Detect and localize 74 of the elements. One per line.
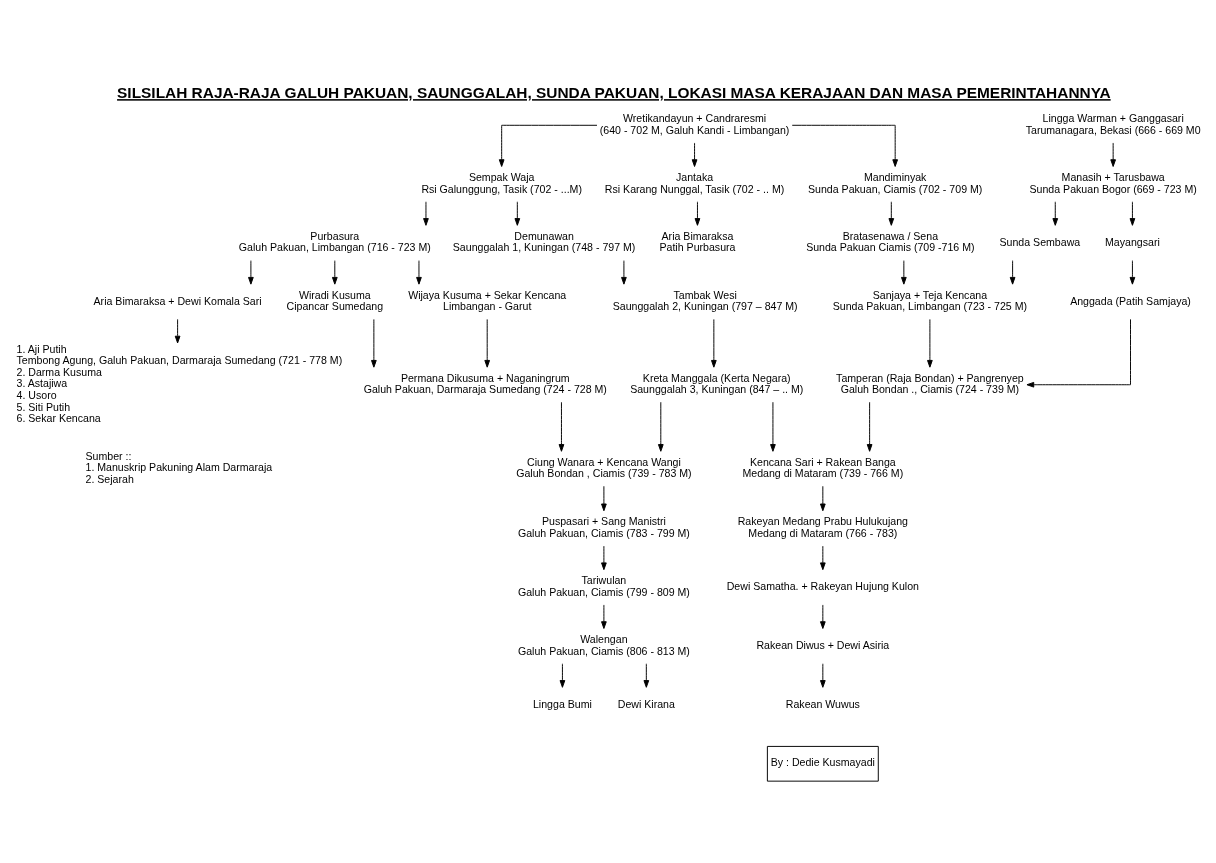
node-text: Sanjaya + Teja Kencana Sunda Pakuan, Limbangan (723 - 725 M) (832, 288, 1028, 312)
arrow (601, 603, 607, 629)
arrow (1129, 200, 1136, 226)
arrow (558, 401, 565, 452)
node-text: Mandiminyak Sunda Pakuan, Ciamis (702 - 709 M) (808, 170, 983, 195)
arrow (498, 124, 598, 167)
node-text: Anggada (Patih Samjaya) (1070, 294, 1191, 306)
arrow (820, 662, 826, 688)
arrow (484, 318, 491, 368)
node-text: Wretikandayun + Candraresmi (640 - 702 M, Galuh Kandi - Limbangan) (599, 111, 790, 136)
label: Sumber :: (85, 449, 132, 462)
node-text: Jantaka Rsi Karang Nunggal, Tasik (702 - .. M) (604, 170, 785, 195)
node-text: Tamperan (Raja Bondan) + Pangrenyep Galuh Bondan ., Ciamis (724 - 739 M) (836, 371, 1024, 395)
diagram-title: SILSILAH RAJA-RAJA GALUH PAKUAN, SAUNGGALAH, SUNDA PAKUAN, LOKASI MASA KERAJAAN DAN MASA PEMERINTAHANNYA (117, 83, 1111, 101)
node-text: Lingga Bumi (532, 697, 592, 710)
arrow (694, 200, 701, 226)
arrow (1009, 259, 1016, 285)
node-text: Purbasura Galuh Pakuan, Limbangan (716 - 723 M) (238, 229, 431, 253)
arrow (248, 259, 254, 285)
node-text: Lingga Warman + Ganggasari Tarumanagara, Bekasi (666 - 669 M0 (1025, 111, 1201, 136)
arrow (643, 662, 650, 688)
node-text: 1. Aji Putih Tembong Agung, Galuh Pakuan, Darmaraja Sumedang (721 - 778 M) 2. Darma Kusuma 3. Astajiwa 4. Usoro 5. Siti Putih 6. Sekar Kencana (16, 342, 343, 424)
node-text: Sempak Waja Rsi Galunggung, Tasik (702 - ...M) (421, 170, 582, 195)
arrow (416, 259, 422, 285)
arrow (1110, 141, 1116, 167)
node-text: Walengan Galuh Pakuan, Ciamis (806 - 813 M) (517, 632, 690, 657)
arrow (601, 485, 607, 511)
node-text: Sunda Sembawa (999, 235, 1081, 248)
node-text: Demunawan Saunggalah 1, Kuningan (748 - 797 M) (452, 229, 636, 253)
node-text: Tambak Wesi Saunggalah 2, Kuningan (797 – 847 M) (612, 288, 798, 312)
node-text: Kencana Sari + Rakean Banga Medang di Mataram (739 - 766 M) (742, 455, 904, 479)
arrow (770, 401, 776, 452)
node-text: Rakean Diwus + Dewi Asiria (756, 638, 890, 651)
arrow (820, 603, 826, 629)
arrow (601, 545, 607, 570)
node-text: Dewi Kirana (617, 697, 675, 710)
node-text: Permana Dikusuma + Naganingrum Galuh Pakuan, Darmaraja Sumedang (724 - 728 M) (363, 371, 607, 395)
node-text: Dewi Samatha. + Rakeyan Hujung Kulon (726, 579, 919, 592)
node-text: Ciung Wanara + Kencana Wangi Galuh Bondan , Ciamis (739 - 783 M) (516, 455, 692, 479)
node-text: Kreta Manggala (Kerta Negara) Saunggalah 3, Kuningan (847 – .. M) (630, 371, 804, 395)
node-text: Wiradi Kusuma Cipancar Sumedang (286, 288, 384, 312)
arrow (1129, 259, 1136, 285)
arrow (866, 401, 873, 452)
arrow (621, 259, 627, 285)
node-text: Tariwulan Galuh Pakuan, Ciamis (799 - 809 M) (517, 573, 690, 598)
arrow (711, 318, 717, 368)
node-text: Rakeyan Medang Prabu Hulukujang Medang di Mataram (766 - 783) (737, 514, 908, 539)
arrow (174, 318, 181, 343)
node-box: By : Dedie Kusmayadi (766, 745, 879, 782)
arrow (820, 545, 826, 570)
arrow (888, 200, 895, 226)
label: 2. Sejarah (85, 472, 134, 485)
arrow (423, 200, 429, 226)
node-text: Bratasenawa / Sena Sunda Pakuan Ciamis (709 -716 M) (806, 229, 975, 253)
arrow (901, 259, 907, 285)
arrow (514, 200, 521, 226)
node-text: Manasih + Tarusbawa Sunda Pakuan Bogor (669 - 723 M) (1029, 170, 1197, 195)
node-text: Puspasari + Sang Manistri Galuh Pakuan, Ciamis (783 - 799 M) (517, 514, 690, 539)
node-text: Rakean Wuwus (785, 697, 860, 710)
arrow (657, 401, 664, 452)
arrow (1052, 200, 1059, 226)
arrow (791, 124, 898, 167)
arrow (927, 318, 933, 368)
node-text: Aria Bimaraksa Patih Purbasura (659, 229, 736, 253)
node-text: Mayangsari (1105, 235, 1160, 248)
node-text: Aria Bimaraksa + Dewi Komala Sari (93, 294, 262, 306)
arrow (691, 141, 698, 167)
arrow (820, 485, 826, 511)
label: 1. Manuskrip Pakuning Alam Darmaraja (85, 460, 273, 473)
arrow (371, 318, 377, 368)
arrow (1026, 318, 1131, 388)
arrow (331, 259, 338, 285)
node-text: Wijaya Kusuma + Sekar Kencana Limbangan - Garut (408, 288, 567, 312)
arrow (559, 662, 566, 688)
